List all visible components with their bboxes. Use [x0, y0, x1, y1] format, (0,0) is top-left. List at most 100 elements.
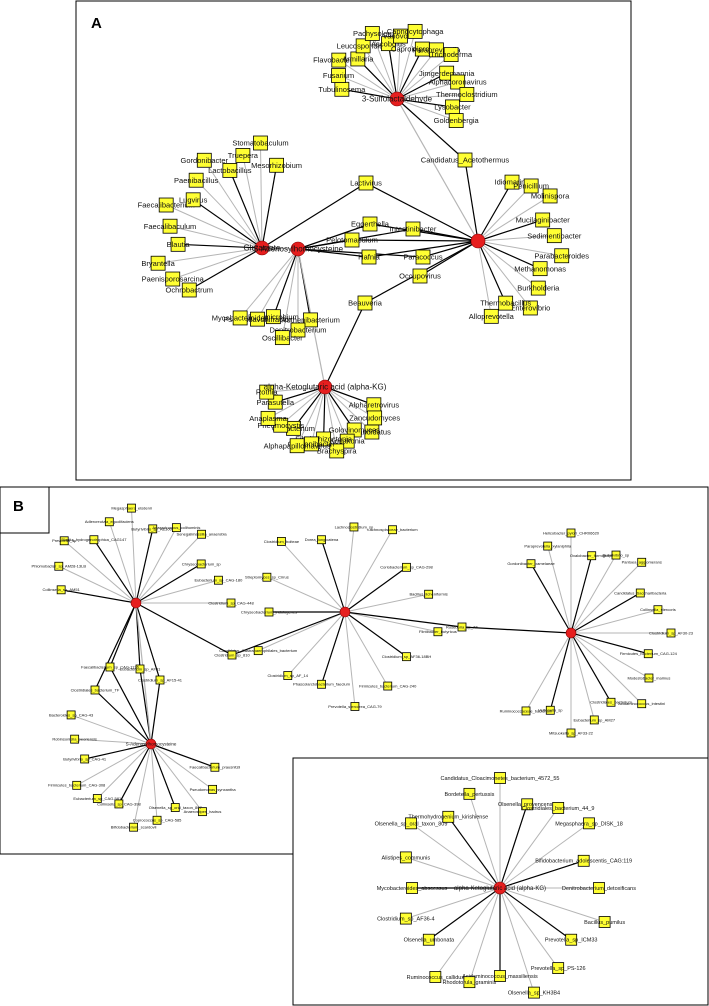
- node-box: [303, 312, 318, 328]
- node-label: Mesorhizobium: [251, 161, 302, 170]
- edge: [530, 563, 572, 634]
- node-label: Flavobacterium: [313, 56, 364, 65]
- node-box: [542, 188, 558, 204]
- node-label: Stomatobaculum: [232, 139, 288, 148]
- node-label: Chryseobacterium_sp: [182, 561, 222, 566]
- node-box: [289, 438, 305, 454]
- edge: [499, 887, 559, 969]
- edge: [281, 541, 346, 613]
- edge: [257, 248, 299, 320]
- node-box: [70, 734, 80, 744]
- node-label: Ruthenibacterium: [281, 316, 340, 325]
- edge: [570, 632, 643, 705]
- edge: [477, 240, 562, 257]
- edge: [570, 632, 650, 679]
- node-label: Zancudomyces: [349, 414, 400, 423]
- node-box: [587, 551, 597, 561]
- panel-a-letter: A: [91, 15, 102, 32]
- edge: [266, 386, 326, 393]
- edge: [362, 45, 398, 100]
- node-label: Clostridium_sp_AF36-4: [377, 917, 434, 923]
- edge: [178, 243, 263, 249]
- edge: [396, 36, 401, 100]
- node-label: Bacillus_pumilus: [584, 920, 625, 926]
- node-box: [350, 702, 360, 711]
- node-box: [450, 74, 466, 90]
- node-label: Paenisporosarcina: [142, 275, 205, 284]
- node-label: Prevotella_sp_PS-126: [531, 966, 586, 972]
- edge: [281, 248, 299, 338]
- node-box: [399, 912, 412, 925]
- node-box: [274, 330, 290, 346]
- node-box: [381, 36, 396, 52]
- edge: [150, 743, 203, 812]
- edge: [150, 743, 158, 821]
- node-label: Lysobacter: [434, 103, 471, 112]
- edge: [258, 611, 346, 652]
- node-label: Tubulinosema: [318, 85, 366, 94]
- node-box: [653, 605, 663, 615]
- node-box: [643, 649, 653, 659]
- node-label: Candidatus: [353, 428, 391, 437]
- node-box: [210, 762, 220, 772]
- edge: [323, 386, 326, 439]
- node-box: [526, 559, 536, 569]
- node-label: Goldenbergia: [434, 116, 480, 125]
- node-label: Olsenella_sp_KH3B4: [508, 991, 560, 997]
- node-label: Clostridium_sp_CAG-448: [208, 600, 254, 605]
- node-box: [637, 699, 647, 709]
- node-box: [265, 309, 281, 325]
- node-box: [253, 135, 268, 151]
- bridge-edge: [297, 239, 353, 250]
- node-box: [637, 557, 647, 567]
- node-box: [530, 280, 546, 296]
- node-box: [583, 817, 595, 830]
- node-label: Ruminococcus_callidus: [407, 975, 465, 981]
- edge: [468, 887, 501, 983]
- bridge-edge: [297, 223, 371, 250]
- bridge-edge: [135, 602, 233, 656]
- hub-link: [135, 602, 152, 745]
- metabolite-hub-label: Glutamate: [244, 244, 281, 253]
- metabolite-hub-label: S-Adenosylhomocysteine: [126, 741, 177, 746]
- edge: [74, 738, 152, 745]
- node-label: Robinsoniella_peoriensis: [52, 737, 96, 742]
- node-label: Veillonella_sp: [538, 708, 563, 713]
- node-label: Gordonibacter_pamelaeae: [507, 561, 555, 566]
- node-label: Collinsella_sp_CAG-398: [97, 801, 141, 806]
- node-box: [429, 971, 442, 983]
- node-box: [364, 26, 380, 41]
- bridge-edge: [351, 239, 479, 242]
- node-label: Firmicutes_bacterium_CAG-124: [620, 651, 678, 656]
- node-box: [127, 503, 136, 513]
- metabolite-hub: [339, 606, 351, 618]
- bridge-edge: [94, 602, 137, 691]
- shared-node-box: [415, 249, 431, 265]
- edge: [338, 59, 398, 100]
- node-label: Enterovibrio: [510, 304, 550, 313]
- node-label: Brachyspira: [317, 447, 357, 456]
- node-label: Helicobacter_pylori_CHR06620: [543, 530, 600, 535]
- node-label: Paraprevotella_xylaniphila: [524, 543, 571, 548]
- node-box: [72, 780, 82, 790]
- edge: [447, 816, 501, 889]
- node-label: Firmicutes_bacterium_CAG-240: [359, 683, 417, 688]
- edge: [341, 88, 398, 100]
- hub-layer: alpha-Ketoglutaric acid (alpha-KG): [454, 881, 546, 895]
- node-label: Streptomyces_sp_Cirrus: [245, 575, 289, 580]
- shared-node-label: Eubacterium_sp_AF31: [120, 666, 161, 671]
- node-box: [198, 807, 207, 817]
- edge: [396, 93, 467, 100]
- hub-layer: S-Adenosylhomocysteine: [126, 597, 577, 750]
- node-box: [521, 706, 531, 716]
- node-label: Alphapapillomavirus: [264, 441, 331, 450]
- node-label: Clostridium_sp_AF30-23: [649, 630, 694, 635]
- metabolite-hub: [389, 91, 405, 107]
- node-box: [197, 529, 206, 539]
- edge: [344, 529, 393, 613]
- node-label: Flintibacter_butyricus: [419, 629, 457, 634]
- node-label: Rhodotorula_graminis: [443, 980, 497, 986]
- hub-layer: 3-SulfolactaldehydeGlutamateS-Adenosylho…: [244, 91, 486, 395]
- edge: [261, 165, 278, 249]
- bridge-edge: [261, 182, 367, 249]
